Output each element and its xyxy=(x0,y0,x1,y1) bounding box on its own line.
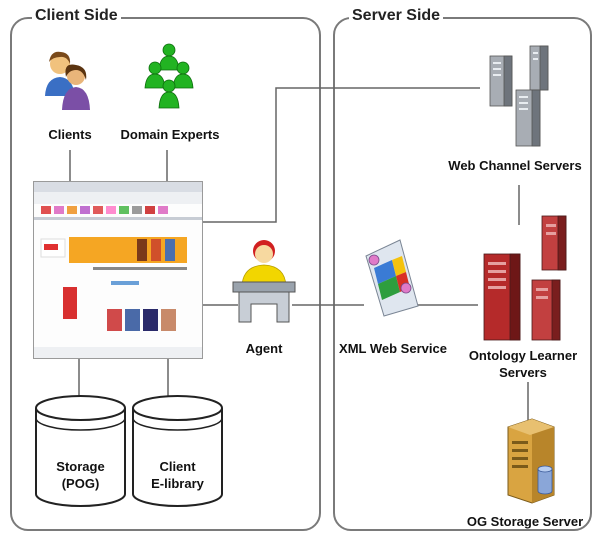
storage-cylinder xyxy=(35,395,126,507)
ontology-learner-servers-label: Ontology Learner Servers xyxy=(458,347,588,381)
xml-web-service-label: XML Web Service xyxy=(339,341,447,356)
og-storage-server-label: OG Storage Server xyxy=(466,514,584,529)
ontology-learner-servers-icon xyxy=(483,215,567,341)
og-storage-server-icon xyxy=(507,418,555,504)
xml-web-service-icon xyxy=(365,239,419,317)
browser-webchannel-connector xyxy=(202,87,480,223)
browser-screenshot xyxy=(33,181,203,359)
domain-experts-icon xyxy=(144,43,194,109)
elibrary-cylinder xyxy=(132,395,223,507)
storage-label-line2: (POG) xyxy=(61,476,100,491)
agent-icon xyxy=(232,240,296,323)
ontology-learner-label-line2: Servers xyxy=(499,365,547,380)
elibrary-label-line2: E-library xyxy=(151,476,204,491)
agent-label: Agent xyxy=(245,341,283,356)
web-channel-servers-label: Web Channel Servers xyxy=(448,158,582,173)
elibrary-label-line1: Client xyxy=(159,459,196,474)
client-side-panel: Client Side xyxy=(10,7,321,531)
client-side-title: Client Side xyxy=(32,7,121,25)
storage-label: Storage (POG) xyxy=(33,458,128,492)
clients-icon xyxy=(45,51,90,110)
server-side-panel: Server Side xyxy=(333,7,592,531)
storage-label-line1: Storage xyxy=(56,459,105,474)
web-channel-servers-icon xyxy=(489,45,549,147)
domain-experts-label: Domain Experts xyxy=(120,127,220,142)
clients-label: Clients xyxy=(48,127,92,142)
ontology-learner-label-line1: Ontology Learner xyxy=(468,348,578,363)
elibrary-label: Client E-library xyxy=(130,458,225,492)
server-side-title: Server Side xyxy=(349,7,444,25)
